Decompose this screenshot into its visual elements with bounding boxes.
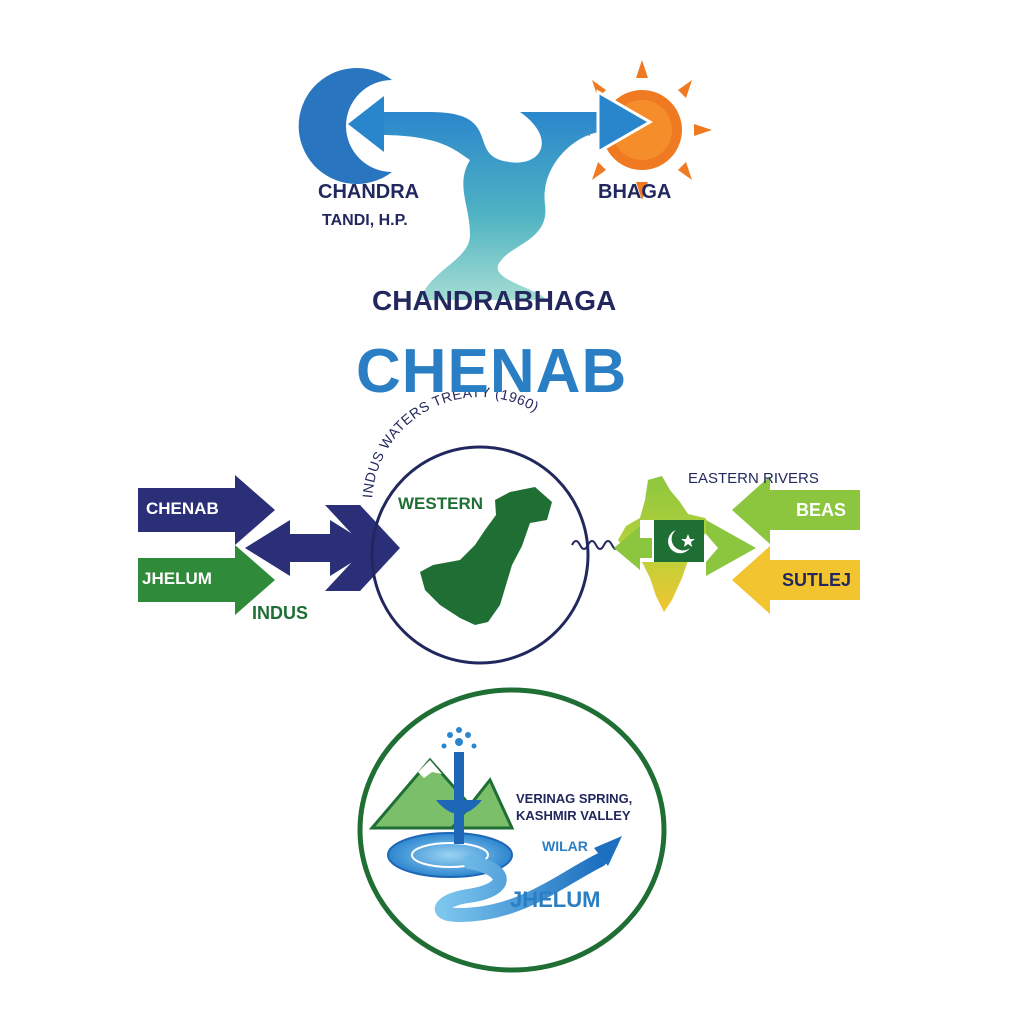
sutlej-arrow [732,546,860,614]
fountain-icon [454,752,464,844]
kashmir-valley-label: KASHMIR VALLEY [516,808,631,823]
eastern-rivers-label: EASTERN RIVERS [688,470,819,487]
chevron-arrow [325,505,400,591]
bhaga-label: BHAGA [598,181,672,203]
right-green-chevron [706,520,756,576]
chandrabhaga-label: CHANDRABHAGA [372,285,617,316]
crescent-icon [668,530,690,554]
chenab-arrow-label: CHENAB [146,499,219,518]
verinag-label: VERINAG SPRING, [516,791,633,806]
fountain-bowl [436,800,482,814]
chandra-arrow-head [348,96,384,152]
beas-arrow [732,476,860,544]
left-green-chevron [614,526,652,570]
tandi-label: TANDI, H.P. [322,212,408,229]
wilar-label: WILAR [542,838,588,854]
double-arrow [245,520,375,576]
moon-icon [298,68,392,185]
chenab-river-stream [380,112,600,300]
treaty-diagram: INDUS WATERS TREATY (1960) [138,384,860,665]
sutlej-arrow-label: SUTLEJ [782,570,852,590]
pool-ripple [411,842,489,868]
chandra-label: CHANDRA [318,181,420,203]
beas-arrow-label: BEAS [796,500,847,520]
jhelum-arrow [138,545,275,615]
treaty-circle [370,445,590,665]
chenab-title: CHENAB [356,337,628,406]
mountain-snow [418,760,442,778]
star-icon [681,534,695,547]
fountain-spray [441,727,477,749]
jhelum-label: JHELUM [510,887,601,912]
pakistan-map-icon [420,487,552,625]
jhelum-arrow-label: JHELUM [142,569,212,588]
indus-label: INDUS [252,603,309,623]
river-arrow-head [594,836,622,866]
confluence-diagram [298,60,712,300]
chenab-arrow [138,475,275,545]
jhelum-diagram [357,687,667,973]
western-label: WESTERN [398,494,483,513]
jhelum-circle [357,687,667,973]
bhaga-arrow-head [596,89,654,155]
jhelum-river-stream [434,853,607,923]
